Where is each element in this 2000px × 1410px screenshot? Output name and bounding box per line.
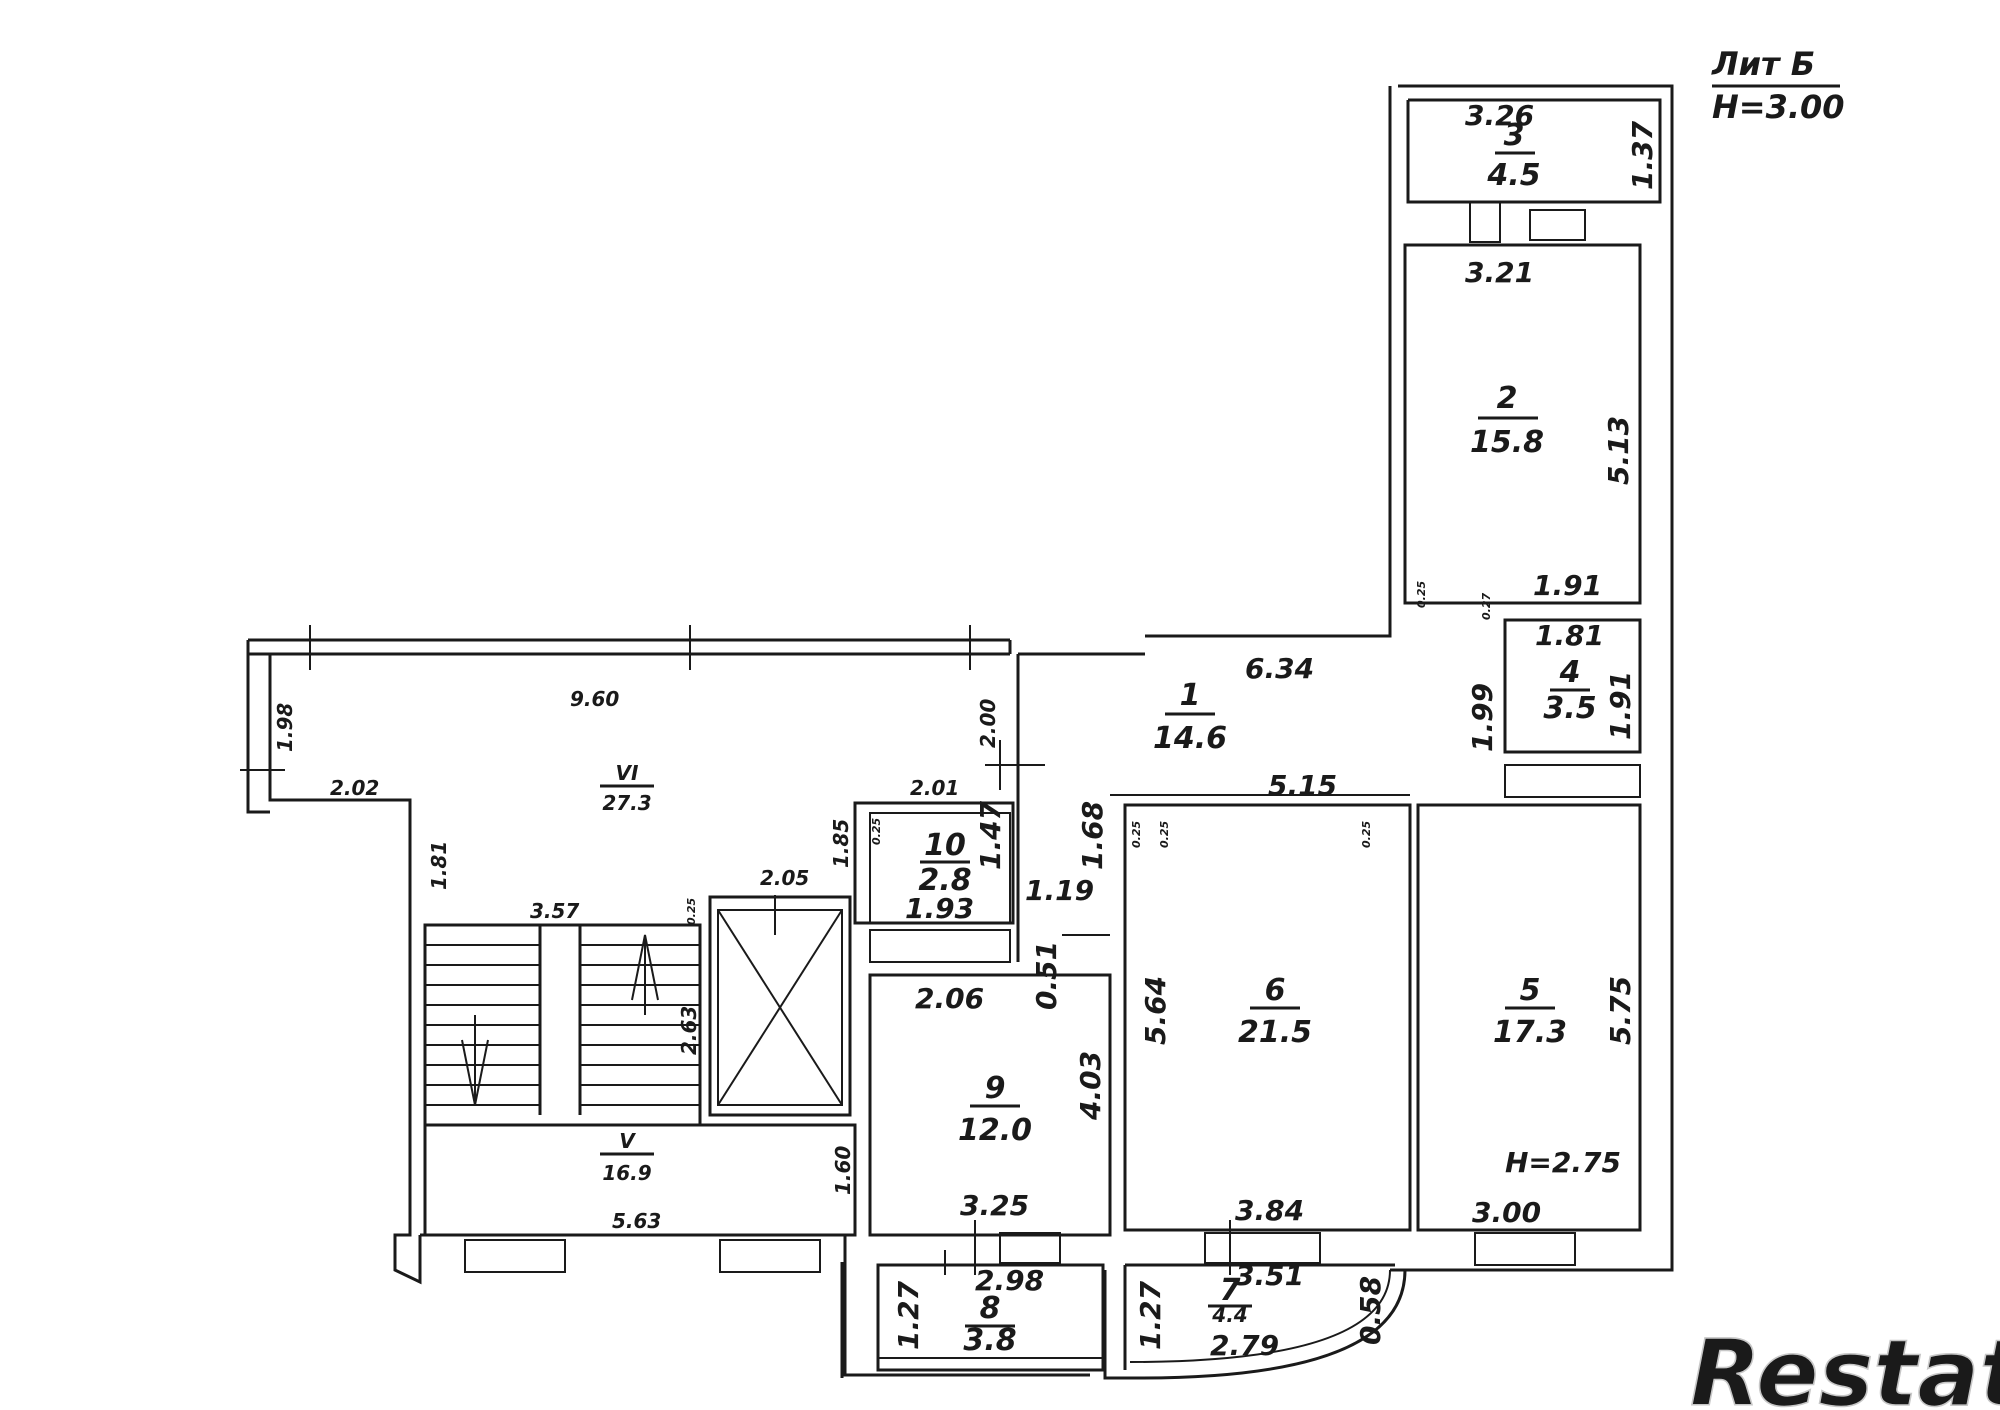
room-labels: 3 4.5 2 15.8 4 3.5 1 14.6 VI 27.3 10 2.8 [600,118,1597,1358]
dim-label: 3.51 [1235,1259,1304,1292]
dimension-labels: 3.26 1.37 3.21 5.13 1.91 1.81 1.91 6.34 … [273,99,1659,1362]
room-area: 12.0 [958,1113,1032,1148]
room-number: 1 [1180,678,1201,713]
room-VI: VI 27.3 [600,761,654,815]
dim-label: 6.34 [1245,652,1314,685]
dim-label: 1.60 [831,1146,855,1195]
dim-label: 2.63 [677,1006,701,1055]
dim-label: 1.68 [1076,801,1109,870]
dim-label: 9.60 [570,687,619,711]
dim-label: 3.25 [960,1189,1029,1222]
room-area: 3.8 [963,1323,1016,1358]
room-number: 5 [1520,973,1541,1008]
room-number: 9 [985,1071,1006,1106]
dim-label: 1.47 [974,800,1007,870]
dim-label: 1.27 [892,1280,925,1350]
room-number: 2 [1497,381,1518,416]
room-6: 6 21.5 [1238,973,1312,1050]
dim-label: 3.26 [1465,99,1534,132]
room-number: 4 [1559,655,1581,690]
title-block: Лит Б H=3.00 [1711,45,1845,126]
stair-arrow-down [461,1015,489,1106]
dim-label: 0.51 [1030,941,1063,1010]
dim-label: 1.85 [829,819,853,868]
room-number: 7 [1220,1273,1241,1308]
watermark-logo: Restate [1690,1320,2000,1410]
dim-label: 1.91 [1604,671,1637,740]
room-number: 10 [924,828,966,863]
room-7: 7 4.4 [1208,1273,1252,1327]
small-label: 0.25 [870,818,883,845]
dim-label: 4.03 [1074,1051,1107,1121]
room-area: 16.9 [602,1161,651,1185]
dim-label: 1.19 [1025,874,1094,907]
room-1: 1 14.6 [1153,678,1227,756]
room-area: 15.8 [1470,425,1544,460]
room-area: 14.6 [1153,721,1227,756]
room5-height-label: H=2.75 [1505,1146,1621,1179]
dim-label: 5.13 [1602,416,1635,485]
dim-label: 5.63 [612,1209,661,1233]
room-area: 4.5 [1486,158,1540,193]
room-2: 2 15.8 [1470,381,1544,460]
small-label: 0.25 [1415,581,1428,608]
room-number: VI [616,761,639,785]
room-area: 17.3 [1493,1015,1567,1050]
small-label: 0.25 [1360,821,1373,848]
room-number: 3 [1504,118,1525,153]
room-area: 3.5 [1543,691,1596,726]
dim-label: 5.15 [1268,769,1337,802]
dim-label: 1.81 [427,841,451,890]
dim-label: 0.58 [1354,1276,1387,1345]
small-label: 0.25 [1158,821,1171,848]
room-area: 4.4 [1211,1303,1247,1327]
dim-label: 2.00 [976,699,1000,748]
small-label: 0.25 [685,898,698,925]
dim-label: 2.01 [910,776,959,800]
outer-walls [246,84,1674,1380]
small-label: 0.25 [1130,821,1143,848]
small-label: 0.27 [1480,593,1493,620]
dim-label: 3.84 [1235,1194,1304,1227]
dim-label: 3.57 [530,899,579,923]
elevator-shaft [708,895,852,1117]
dim-label: 1.98 [273,703,297,752]
room-8: 8 3.8 [963,1291,1016,1358]
dim-label: 5.64 [1139,976,1172,1045]
stair-treads-right [580,944,700,1106]
room-area: 21.5 [1238,1015,1312,1050]
dim-label: 3.00 [1472,1196,1541,1229]
dim-label: 1.91 [1533,569,1602,602]
room-9: 9 12.0 [958,1071,1032,1148]
stair-arrow-up [631,934,659,1015]
dim-label: 2.06 [915,982,984,1015]
dim-label: 2.79 [1210,1329,1279,1362]
room-number: V [619,1129,636,1153]
room-area: 2.8 [918,863,971,898]
dim-label: 1.37 [1626,120,1659,190]
room-5: 5 17.3 [1493,973,1567,1050]
room-number: 6 [1265,973,1286,1008]
room-V: V 16.9 [600,1129,654,1185]
dim-label: 1.99 [1466,683,1499,752]
dim-label: 2.05 [760,866,809,890]
interior-walls [240,201,1642,1372]
height-label: H=3.00 [1712,88,1845,126]
room-number: 8 [980,1291,1001,1326]
dim-label: 5.75 [1604,976,1637,1045]
room-4: 4 3.5 [1543,655,1596,726]
dim-label: 3.21 [1465,256,1534,289]
room-10: 10 2.8 [918,828,971,898]
wall-thickness-labels: 0.25 0.27 0.25 0.25 0.25 0.25 0.25 [685,581,1493,925]
dim-label: 1.27 [1134,1280,1167,1350]
dim-label: 2.98 [975,1264,1044,1297]
dim-label: 1.93 [905,892,974,925]
room-3: 3 4.5 [1486,118,1540,193]
dim-label: 1.81 [1535,619,1604,652]
room-area: 27.3 [602,791,651,815]
dim-label: 2.02 [330,776,379,800]
lit-label: Лит Б [1711,45,1815,83]
stair-treads-left [425,944,540,1106]
